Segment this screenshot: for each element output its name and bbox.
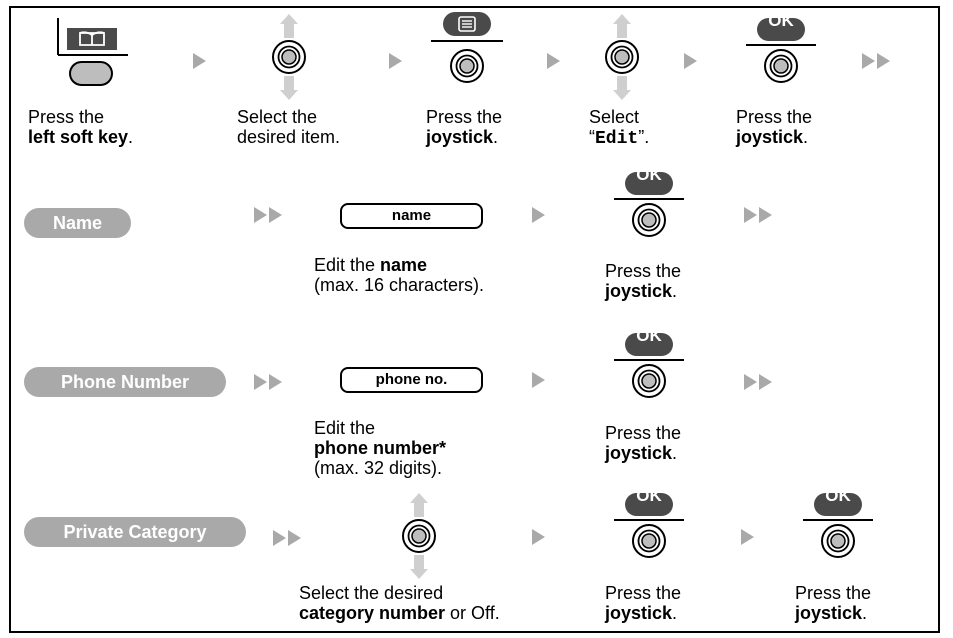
ok-joystick-icon <box>649 541 650 542</box>
name-pill: Name <box>24 208 131 238</box>
double-arrow-icon <box>254 207 282 223</box>
step3-caption: Press the joystick. <box>426 107 503 147</box>
ok-joystick-icon <box>649 381 650 382</box>
edit-name-caption: Edit the name (max. 16 characters). <box>314 255 485 295</box>
arrow-icon <box>532 372 545 388</box>
ok-joystick-icon <box>838 541 839 542</box>
edit-phone-caption: Edit the phone number* (max. 32 digits). <box>314 418 447 478</box>
step1-caption: Press the left soft key. <box>28 107 134 147</box>
double-arrow-icon <box>273 530 301 546</box>
name-field: name <box>340 203 483 229</box>
press-joystick-caption: Press the joystick. <box>605 423 682 463</box>
select-category-caption: Select the desired category number or Of… <box>299 583 500 623</box>
joystick-up-down-icon <box>622 57 623 58</box>
ok-joystick-icon <box>781 66 782 67</box>
press-joystick-caption: Press the joystick. <box>795 583 872 623</box>
step5-caption: Press the joystick. <box>736 107 813 147</box>
double-arrow-icon <box>744 374 772 390</box>
arrow-icon <box>532 529 545 545</box>
joystick-up-down-icon <box>289 57 290 58</box>
phone-no-field: phone no. <box>340 367 483 393</box>
arrow-icon <box>193 53 206 69</box>
ok-label: OK <box>636 326 662 345</box>
menu-joystick-icon <box>431 12 503 83</box>
press-joystick-caption: Press the joystick. <box>605 261 682 301</box>
arrow-icon <box>532 207 545 223</box>
ok-label: OK <box>636 486 662 505</box>
arrow-icon <box>741 529 754 545</box>
step2-caption: Select the desired item. <box>237 107 341 147</box>
arrow-icon <box>684 53 697 69</box>
left-soft-key-icon <box>57 18 128 86</box>
joystick-up-down-icon <box>419 536 420 537</box>
press-joystick-caption: Press the joystick. <box>605 583 682 623</box>
arrow-icon <box>547 53 560 69</box>
private-category-pill: Private Category <box>24 517 246 547</box>
double-arrow-icon <box>744 207 772 223</box>
ok-label: OK <box>636 165 662 184</box>
phone-number-pill: Phone Number <box>24 367 226 397</box>
diagram-frame <box>9 6 940 633</box>
double-arrow-icon <box>254 374 282 390</box>
step4-caption: Select “Edit”. <box>589 107 650 149</box>
ok-label: OK <box>825 486 851 505</box>
double-arrow-icon <box>862 53 890 69</box>
ok-label: OK <box>768 11 794 30</box>
ok-joystick-icon <box>649 220 650 221</box>
arrow-icon <box>389 53 402 69</box>
